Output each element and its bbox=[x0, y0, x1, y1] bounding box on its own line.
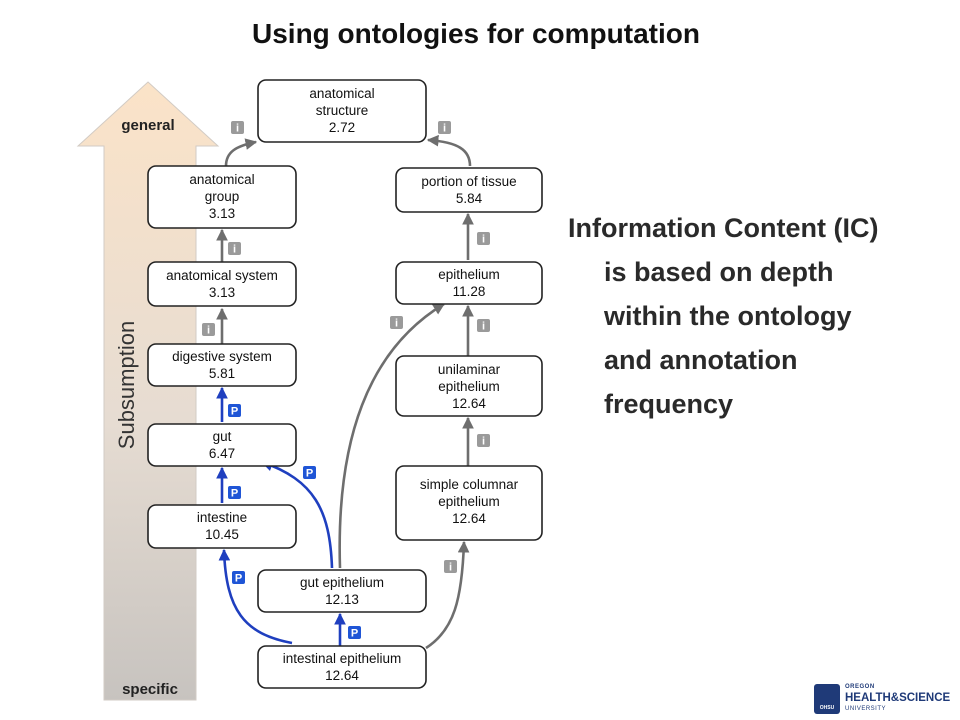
svg-text:i: i bbox=[443, 123, 446, 135]
svg-text:P: P bbox=[235, 573, 242, 585]
ohsu-seal-icon: OHSU bbox=[814, 684, 840, 714]
relation-badges: i i i i i i i i i P P P P P bbox=[202, 121, 490, 640]
svg-text:3.13: 3.13 bbox=[209, 206, 235, 221]
logo-line-3: UNIVERSITY bbox=[845, 706, 887, 712]
edge-gutepi-to-gut bbox=[260, 459, 334, 569]
svg-text:i: i bbox=[233, 244, 236, 256]
node-digestive-system: digestive system 5.81 bbox=[147, 343, 297, 387]
svg-text:i: i bbox=[395, 318, 398, 330]
svg-text:P: P bbox=[306, 468, 313, 480]
svg-text:i: i bbox=[482, 234, 485, 246]
svg-text:i: i bbox=[482, 436, 485, 448]
is-a-badge: i bbox=[477, 434, 490, 448]
part-of-badge: P bbox=[228, 404, 241, 418]
svg-text:5.81: 5.81 bbox=[209, 366, 235, 381]
logo-line-1: OREGON bbox=[845, 684, 875, 690]
axis-bottom-label: specific bbox=[122, 681, 178, 698]
info-line: within the ontology bbox=[604, 301, 852, 331]
node-epithelium: epithelium 11.28 bbox=[395, 261, 543, 305]
axis-label: Subsumption bbox=[114, 321, 139, 449]
svg-text:12.13: 12.13 bbox=[325, 592, 359, 607]
svg-text:anatomical: anatomical bbox=[309, 86, 374, 101]
svg-text:portion of tissue: portion of tissue bbox=[421, 174, 516, 189]
is-a-badge: i bbox=[231, 121, 244, 135]
svg-text:group: group bbox=[205, 189, 240, 204]
svg-text:intestine: intestine bbox=[197, 510, 247, 525]
logo-line-2: HEALTH&SCIENCE bbox=[845, 692, 951, 704]
info-line: and annotation bbox=[604, 345, 798, 375]
is-a-badge: i bbox=[477, 319, 490, 333]
edge-gutepi-to-epithelium bbox=[338, 302, 446, 569]
svg-text:P: P bbox=[351, 628, 358, 640]
svg-text:10.45: 10.45 bbox=[205, 527, 239, 542]
svg-text:11.28: 11.28 bbox=[453, 284, 486, 299]
ohsu-logo: OHSU OREGON HEALTH&SCIENCE UNIVERSITY bbox=[814, 680, 958, 720]
seal-text: OHSU bbox=[819, 705, 835, 711]
slide-title: Using ontologies for computation bbox=[252, 18, 700, 49]
node-gut: gut 6.47 bbox=[147, 423, 297, 467]
part-of-badge: P bbox=[348, 626, 361, 640]
info-line: Information Content (IC) bbox=[568, 213, 879, 243]
svg-text:P: P bbox=[231, 406, 238, 418]
svg-text:simple columnar: simple columnar bbox=[420, 477, 519, 492]
svg-text:intestinal epithelium: intestinal epithelium bbox=[283, 651, 402, 666]
info-line: frequency bbox=[604, 389, 734, 419]
svg-text:anatomical system: anatomical system bbox=[166, 268, 278, 283]
edge-intestinal-to-intestine bbox=[218, 548, 293, 645]
svg-text:5.84: 5.84 bbox=[456, 191, 483, 206]
svg-text:gut epithelium: gut epithelium bbox=[300, 575, 384, 590]
is-a-badge: i bbox=[390, 316, 403, 330]
part-of-badge: P bbox=[232, 571, 245, 585]
svg-text:6.47: 6.47 bbox=[209, 446, 235, 461]
node-intestinal-epithelium: intestinal epithelium 12.64 bbox=[257, 645, 427, 689]
svg-text:12.64: 12.64 bbox=[325, 668, 359, 683]
svg-text:i: i bbox=[449, 562, 452, 574]
edge-intestinal-to-columnar bbox=[425, 540, 470, 650]
svg-text:i: i bbox=[236, 123, 239, 135]
node-unilaminar-epithelium: unilaminar epithelium 12.64 bbox=[395, 355, 543, 417]
nodes: anatomical structure 2.72 anatomical gro… bbox=[147, 79, 543, 689]
svg-text:anatomical: anatomical bbox=[189, 172, 254, 187]
edge-tissue-to-structure bbox=[426, 134, 472, 167]
svg-text:12.64: 12.64 bbox=[452, 396, 486, 411]
is-a-badge: i bbox=[228, 242, 241, 256]
is-a-badge: i bbox=[477, 232, 490, 246]
node-gut-epithelium: gut epithelium 12.13 bbox=[257, 569, 427, 613]
svg-text:unilaminar: unilaminar bbox=[438, 362, 501, 377]
svg-text:epithelium: epithelium bbox=[438, 379, 500, 394]
node-intestine: intestine 10.45 bbox=[147, 504, 297, 549]
svg-text:epithelium: epithelium bbox=[438, 494, 500, 509]
node-portion-of-tissue: portion of tissue 5.84 bbox=[395, 167, 543, 213]
node-anatomical-system: anatomical system 3.13 bbox=[147, 261, 297, 307]
svg-text:2.72: 2.72 bbox=[329, 120, 355, 135]
is-a-badge: i bbox=[444, 560, 457, 574]
info-line: is based on depth bbox=[604, 257, 834, 287]
svg-text:gut: gut bbox=[213, 429, 232, 444]
info-content-text: Information Content (IC) is based on dep… bbox=[568, 206, 958, 426]
node-simple-columnar-epithelium: simple columnar epithelium 12.64 bbox=[395, 465, 543, 541]
is-a-badge: i bbox=[202, 323, 215, 337]
node-anatomical-group: anatomical group 3.13 bbox=[147, 165, 297, 229]
svg-text:structure: structure bbox=[316, 103, 369, 118]
svg-text:3.13: 3.13 bbox=[209, 285, 235, 300]
svg-text:i: i bbox=[482, 321, 485, 333]
part-of-badge: P bbox=[228, 486, 241, 500]
edge-group-to-structure bbox=[224, 138, 258, 167]
svg-text:P: P bbox=[231, 488, 238, 500]
svg-text:12.64: 12.64 bbox=[452, 511, 486, 526]
axis-top-label: general bbox=[121, 117, 174, 134]
svg-text:i: i bbox=[207, 325, 210, 337]
part-of-badge: P bbox=[303, 466, 316, 480]
node-anatomical-structure: anatomical structure 2.72 bbox=[257, 79, 427, 143]
edges bbox=[216, 134, 474, 650]
svg-text:digestive system: digestive system bbox=[172, 349, 272, 364]
svg-text:epithelium: epithelium bbox=[438, 267, 500, 282]
is-a-badge: i bbox=[438, 121, 451, 135]
